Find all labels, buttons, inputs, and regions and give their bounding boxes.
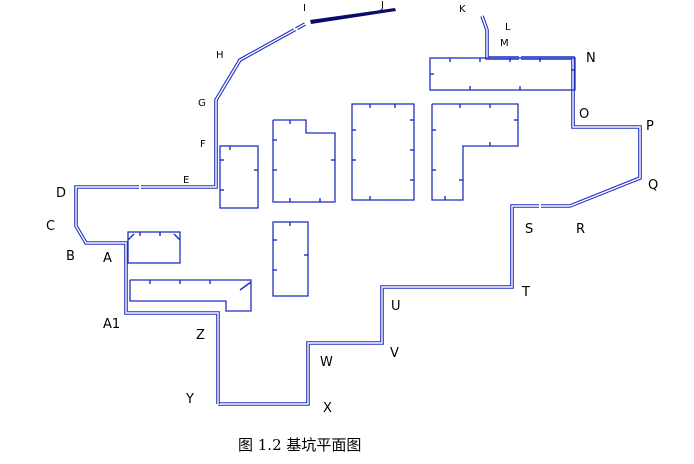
point-label-o: O	[579, 107, 589, 122]
point-label-z: Z	[196, 328, 205, 343]
point-label-h: H	[216, 50, 224, 61]
pit-outline-inner	[218, 15, 641, 405]
point-label-n: N	[586, 51, 596, 66]
point-label-b: B	[66, 249, 75, 264]
cell-a1-z	[129, 279, 252, 312]
strut-ij	[310, 8, 396, 24]
point-label-l: L	[505, 22, 511, 33]
cell-e	[219, 145, 259, 209]
point-label-j: J	[380, 0, 384, 11]
point-label-v: V	[390, 346, 399, 361]
point-label-a1: A1	[103, 317, 120, 332]
cell-a	[127, 231, 181, 264]
cell-6	[429, 57, 576, 91]
pit-outline-west-inner	[75, 23, 306, 404]
cell-5	[431, 103, 519, 201]
point-label-m: M	[500, 38, 509, 49]
point-label-u: U	[391, 299, 401, 314]
point-label-w: W	[320, 355, 333, 370]
point-label-p: P	[646, 119, 654, 134]
cell-4	[351, 103, 415, 201]
pit-outline-outer	[218, 15, 642, 406]
point-label-f: F	[200, 139, 206, 150]
figure-caption: 图 1.2 基坑平面图	[238, 436, 361, 454]
cell-3	[272, 221, 309, 297]
point-label-t: T	[521, 285, 530, 300]
point-label-a: A	[103, 251, 112, 266]
point-label-r: R	[576, 222, 585, 237]
point-label-k: K	[459, 4, 466, 15]
point-label-c: C	[46, 219, 55, 234]
point-label-q: Q	[648, 178, 658, 193]
strut-ticks	[127, 58, 575, 291]
point-label-x: X	[323, 401, 332, 416]
wall-gap-gh	[293, 27, 299, 32]
outer-retaining-wall	[74, 8, 642, 406]
point-label-i: I	[303, 3, 306, 14]
point-label-d: D	[56, 186, 66, 201]
cell-2	[272, 119, 336, 203]
point-labels: A A1 BC D E F G H I J K LM N O P Q R S T U V W X Y Z	[46, 0, 658, 416]
point-label-s: S	[525, 222, 533, 237]
point-label-y: Y	[185, 392, 194, 407]
point-label-e: E	[183, 175, 189, 186]
pit-outline-west-outer	[74, 22, 306, 404]
point-label-g: G	[198, 98, 206, 109]
inner-cells	[127, 57, 576, 312]
